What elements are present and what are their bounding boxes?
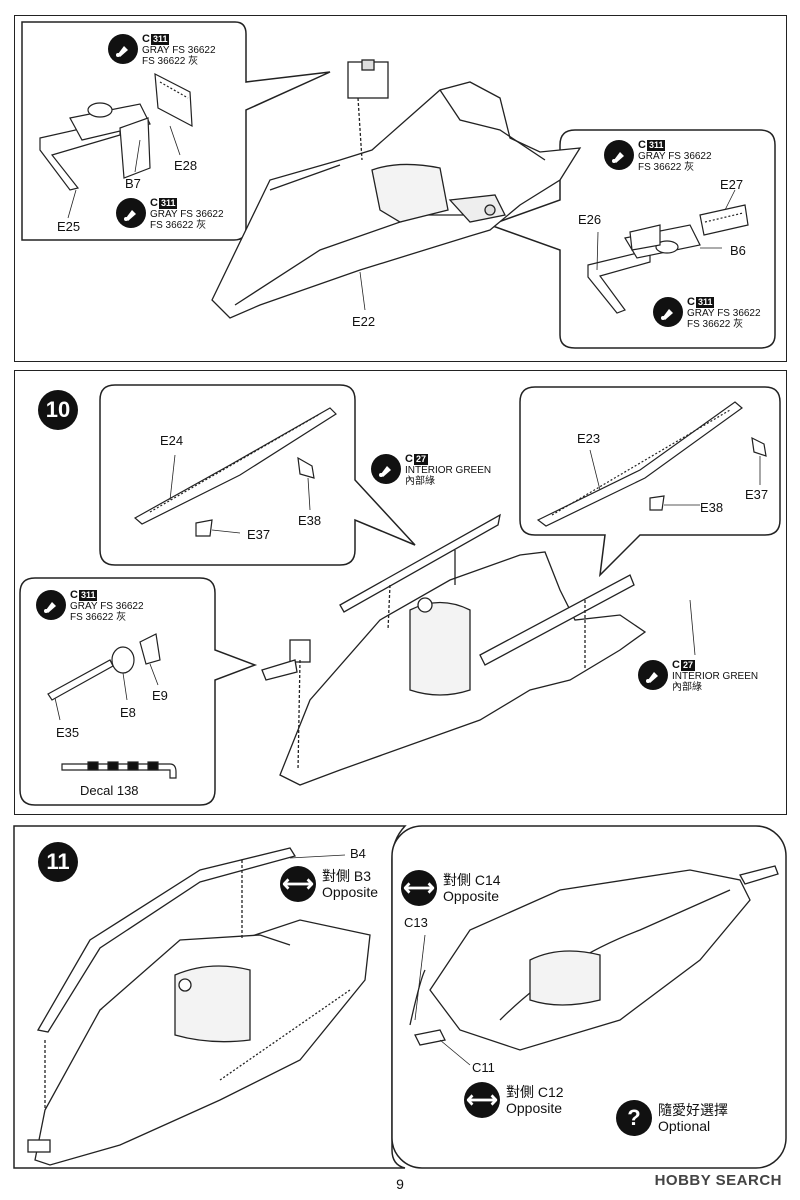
step-11-number: 11	[38, 842, 78, 882]
part-label-e37-a: E37	[247, 527, 271, 542]
step-9-right-inset-parts	[587, 204, 749, 314]
part-label-e9: E9	[152, 688, 168, 703]
part-label-e22: E22	[352, 314, 376, 329]
double-arrow-icon: ⟷	[280, 866, 316, 902]
part-label-e35: E35	[56, 725, 80, 740]
part-label-e38-a: E38	[298, 513, 322, 528]
step-10-small-parts	[47, 633, 177, 779]
part-label-e25: E25	[57, 219, 81, 234]
e22-fuselage-part	[211, 59, 582, 319]
paint-brush-icon	[116, 198, 146, 228]
e24-sidewall-part	[133, 407, 337, 537]
part-label-e28: E28	[174, 158, 198, 173]
paint-brush-icon	[371, 454, 401, 484]
step-11-left-fuselage	[27, 847, 371, 1166]
step-9-left-inset-parts	[39, 72, 193, 191]
part-label-e38-b: E38	[700, 500, 724, 515]
e23-sidewall-part	[536, 401, 767, 527]
paint-brush-icon	[36, 590, 66, 620]
page-number: 9	[396, 1176, 404, 1192]
part-label-e8: E8	[120, 705, 136, 720]
part-label-c13: C13	[404, 915, 428, 930]
paint-brush-icon	[653, 297, 683, 327]
part-label-b4: B4	[350, 846, 366, 861]
part-label-b6: B6	[730, 243, 746, 258]
decal-label: Decal 138	[80, 783, 139, 798]
part-label-e24: E24	[160, 433, 184, 448]
question-icon: ?	[616, 1100, 652, 1136]
paint-brush-icon	[108, 34, 138, 64]
part-label-e23: E23	[577, 431, 601, 446]
hobby-search-watermark: HOBBY SEARCH	[654, 1172, 782, 1189]
paint-brush-icon	[604, 140, 634, 170]
part-label-e37-b: E37	[745, 487, 769, 502]
part-label-e27: E27	[720, 177, 744, 192]
double-arrow-icon: ⟷	[464, 1082, 500, 1118]
part-label-b7: B7	[125, 176, 141, 191]
step-11-right-fuselage	[409, 865, 779, 1051]
part-label-c11: C11	[472, 1060, 495, 1075]
paint-brush-icon	[638, 660, 668, 690]
step-10-number: 10	[38, 390, 78, 430]
double-arrow-icon: ⟷	[401, 870, 437, 906]
step-10-fuselage-part	[261, 513, 647, 786]
part-label-e26: E26	[578, 212, 602, 227]
